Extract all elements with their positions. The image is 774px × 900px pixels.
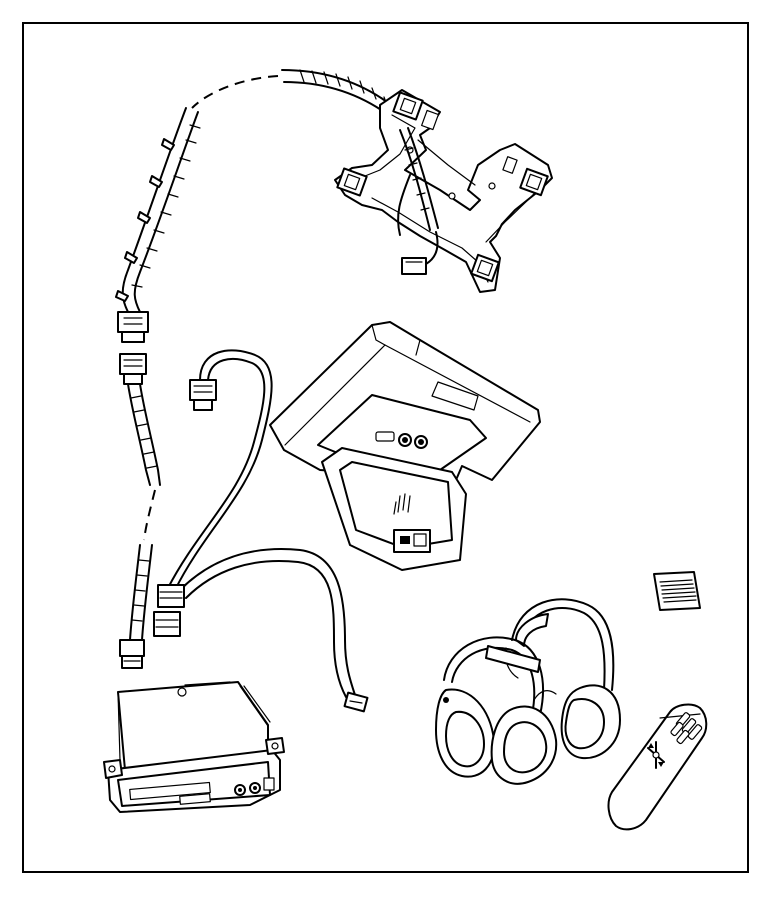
headphone-front bbox=[435, 636, 558, 785]
harness-end-connector bbox=[117, 311, 149, 343]
overhead-wiring-harness bbox=[115, 69, 396, 343]
dvd-player bbox=[103, 681, 285, 813]
instruction-card bbox=[653, 571, 701, 611]
y-wiring-harness bbox=[153, 349, 369, 713]
remote-control bbox=[607, 703, 708, 831]
jumper-harness bbox=[119, 353, 161, 669]
wireless-headphones bbox=[435, 598, 621, 785]
overhead-video-screen bbox=[269, 321, 541, 571]
mounting-bracket bbox=[334, 89, 553, 293]
harness-clips bbox=[115, 138, 175, 302]
headphone-rear bbox=[504, 598, 621, 760]
